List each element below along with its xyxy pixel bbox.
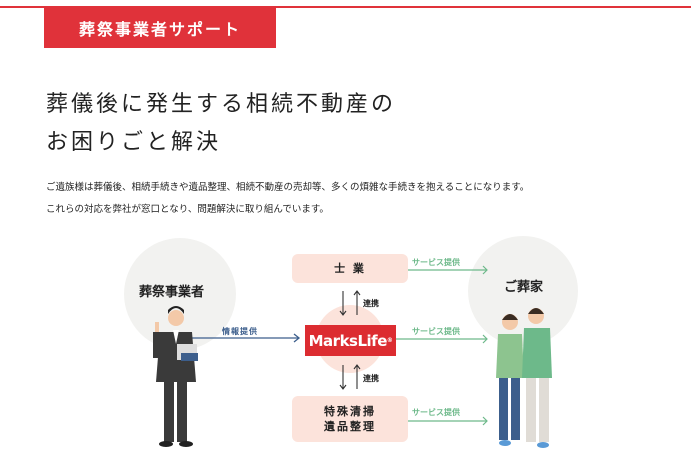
link-arrows — [339, 290, 361, 390]
page-title-line2: お困りごと解決 — [46, 130, 222, 155]
intro-text-line1: ご遺族様は葬儀後、相続手続きや遺品整理、相続不動産の売却等、多くの煩雑な手続きを… — [46, 182, 530, 193]
funeral-operator-circle — [124, 238, 236, 350]
service-label-middle: サービス提供 — [412, 327, 460, 336]
service-arrows — [396, 265, 488, 426]
funeral-operator-label: 葬祭事業者 — [139, 285, 205, 300]
info-arrow — [190, 333, 301, 343]
service-label-top: サービス提供 — [412, 258, 460, 267]
professionals-box: 士 業 — [292, 254, 408, 283]
link-label-top: 連携 — [363, 299, 379, 308]
bereaved-family-circle — [468, 236, 578, 346]
page-title-line1: 葬儀後に発生する相続不動産の — [46, 92, 397, 117]
info-provide-label: 情報提供 — [222, 327, 258, 336]
family-illustration — [496, 308, 552, 448]
markslife-logo: MarksLife® — [305, 325, 396, 356]
businessman-illustration — [153, 306, 198, 447]
section-tag: 葬祭事業者サポート — [44, 7, 276, 48]
link-label-bottom: 連携 — [363, 374, 379, 383]
bereaved-family-label: ご葬家 — [504, 280, 544, 295]
top-accent-line — [0, 6, 691, 8]
special-cleaning-label: 特殊清掃 — [324, 405, 376, 418]
professionals-label: 士 業 — [334, 262, 366, 275]
service-label-bottom: サービス提供 — [412, 408, 460, 417]
cleaning-box: 特殊清掃 遺品整理 — [292, 396, 408, 442]
intro-text-line2: これらの対応を弊社が窓口となり、問題解決に取り組んでいます。 — [46, 204, 329, 215]
estate-sorting-label: 遺品整理 — [324, 420, 376, 433]
